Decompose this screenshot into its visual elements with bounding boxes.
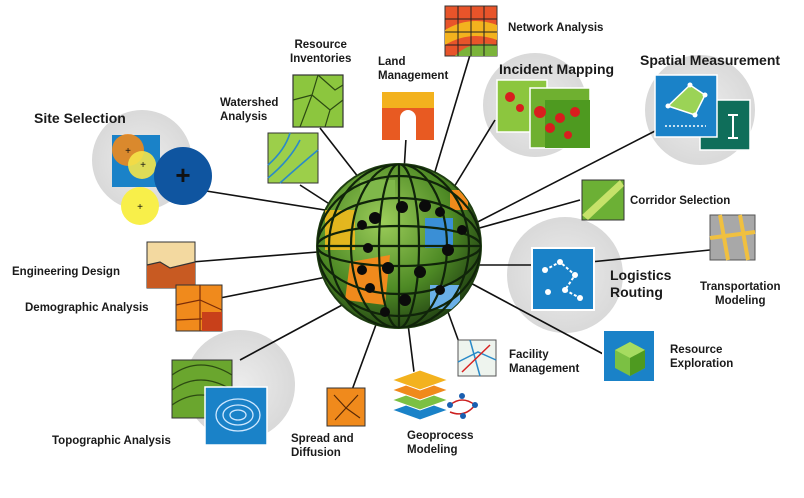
facility-management-icon xyxy=(457,339,497,377)
corridor-selection-label: Corridor Selection xyxy=(630,195,731,207)
globe xyxy=(316,163,482,329)
resource-exploration-label-line1: Resource xyxy=(670,344,723,356)
svg-text:+: + xyxy=(175,160,190,190)
engineering-design-icon xyxy=(146,241,196,289)
resource-exploration-icon xyxy=(602,329,656,383)
incident-mapping-icon xyxy=(496,79,591,149)
geoprocess-modeling-icon xyxy=(390,369,478,421)
land-management-icon xyxy=(382,92,434,140)
transportation-modeling-label-line2: Modeling xyxy=(715,295,766,307)
watershed-analysis-label-line1: Watershed xyxy=(220,97,279,109)
spread-diffusion-label-line1: Spread and xyxy=(291,433,354,445)
topographic-analysis-icon xyxy=(171,359,268,446)
site-selection-label: Site Selection xyxy=(34,110,126,126)
facility-management-label: Facility Management xyxy=(509,348,579,376)
logistics-routing-label-line1: Logistics xyxy=(610,267,672,283)
resource-inventories-label-line2: Inventories xyxy=(290,53,352,65)
watershed-analysis-icon xyxy=(267,132,319,184)
geoprocess-modeling-label: Geoprocess Modeling xyxy=(407,429,473,457)
logistics-routing-label-line2: Routing xyxy=(610,284,663,300)
facility-management-label-line2: Management xyxy=(509,363,580,375)
geoprocess-modeling-label-line1: Geoprocess xyxy=(407,430,474,442)
svg-text:+: + xyxy=(125,146,131,157)
topographic-analysis-label: Topographic Analysis xyxy=(52,435,171,447)
transportation-modeling-icon xyxy=(709,214,756,261)
site-selection-icon: + + + + xyxy=(112,134,212,225)
network-analysis-label: Network Analysis xyxy=(508,22,604,34)
resource-exploration-label-line2: Exploration xyxy=(670,358,734,370)
logistics-routing-icon xyxy=(531,247,595,311)
land-management-label: Land Management xyxy=(378,55,448,83)
incident-mapping-label: Incident Mapping xyxy=(499,61,615,77)
spatial-measurement-icon xyxy=(654,74,751,151)
resource-inventories-label-line1: Resource xyxy=(294,39,347,51)
engineering-design-label: Engineering Design xyxy=(12,266,120,278)
land-management-label-line1: Land xyxy=(378,56,406,68)
demographic-analysis-icon xyxy=(175,284,223,332)
svg-text:+: + xyxy=(137,202,143,213)
transportation-modeling-label: Transportation Modeling xyxy=(700,280,781,308)
watershed-analysis-label: Watershed Analysis xyxy=(220,96,278,124)
land-management-label-line2: Management xyxy=(378,70,449,82)
spread-diffusion-label: Spread and Diffusion xyxy=(291,432,354,460)
transportation-modeling-label-line1: Transportation xyxy=(700,281,781,293)
logistics-routing-label: Logistics Routing xyxy=(610,267,671,301)
resource-exploration-label: Resource Exploration xyxy=(670,343,733,371)
geoprocess-modeling-label-line2: Modeling xyxy=(407,444,458,456)
demographic-analysis-label: Demographic Analysis xyxy=(25,302,149,314)
svg-text:+: + xyxy=(140,160,146,171)
corridor-selection-icon xyxy=(581,179,625,221)
network-analysis-icon xyxy=(444,5,498,57)
spatial-measurement-label: Spatial Measurement xyxy=(640,52,781,68)
spread-diffusion-icon xyxy=(326,387,366,427)
watershed-analysis-label-line2: Analysis xyxy=(220,111,268,123)
spread-diffusion-label-line2: Diffusion xyxy=(291,447,341,459)
facility-management-label-line1: Facility xyxy=(509,349,549,361)
resource-inventories-icon xyxy=(292,74,344,128)
resource-inventories-label: Resource Inventories xyxy=(290,38,351,66)
